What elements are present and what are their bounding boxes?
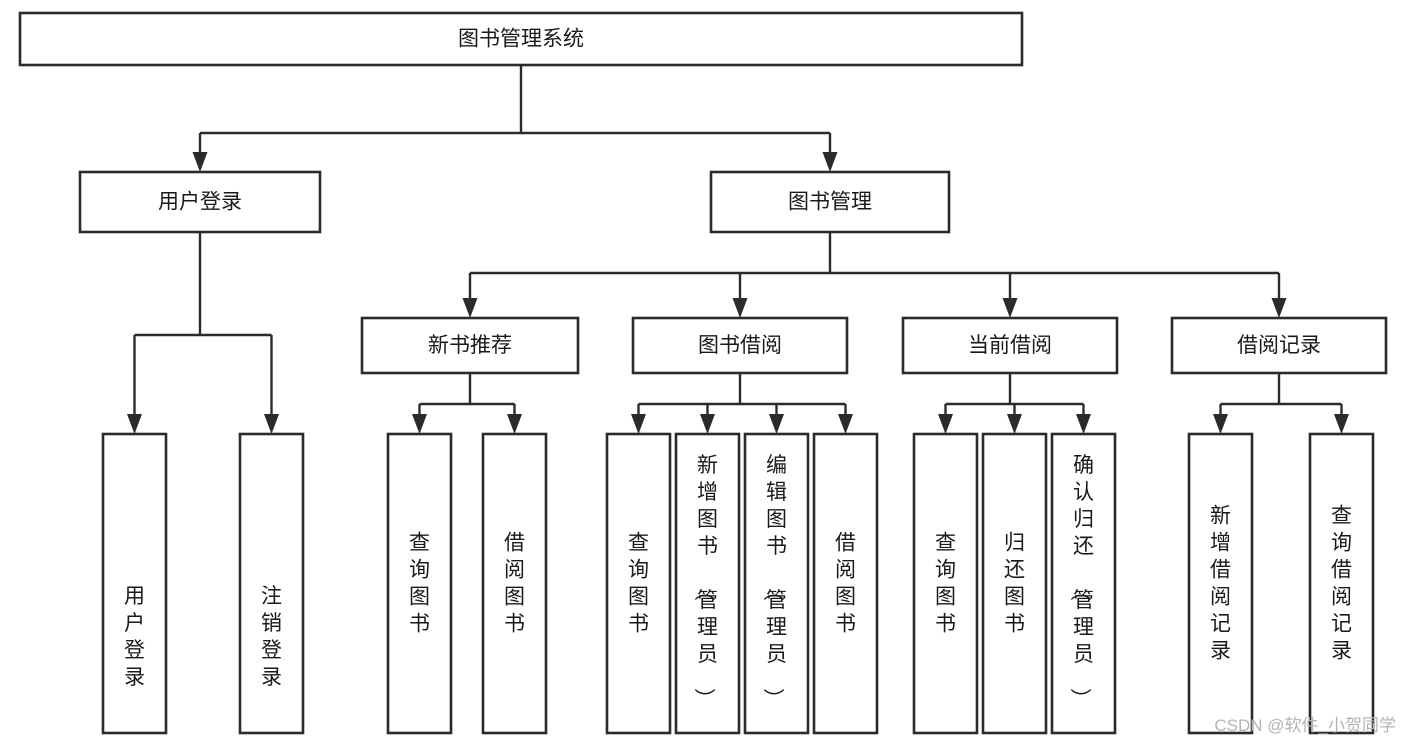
arrow-head-icon [507, 414, 522, 434]
node-box [481, 432, 548, 735]
connector-group [127, 232, 279, 434]
arrow-head-icon [412, 414, 427, 434]
node-box [1170, 316, 1388, 375]
node-l2-2[interactable]: 当前借阅 [901, 316, 1119, 375]
connector-group [412, 373, 522, 434]
node-box [1308, 432, 1375, 735]
connector-group [1213, 373, 1349, 434]
node-box [18, 11, 1024, 67]
node-label: 借阅图书 [835, 532, 856, 636]
node-layer: 图书管理系统用户登录图书管理新书推荐图书借阅当前借阅借阅记录用户登录注销登录查询… [18, 11, 1388, 735]
node-box [238, 432, 305, 735]
node-label: 借阅记录 [1237, 334, 1321, 357]
node-label: 查询图书 [935, 532, 956, 636]
arrow-head-icon [1213, 414, 1228, 434]
node-lf-1[interactable]: 注销登录 [238, 432, 305, 735]
node-label: 编辑图书（管理员） [761, 454, 787, 709]
arrow-head-icon [700, 414, 715, 434]
arrow-head-icon [838, 414, 853, 434]
connector-layer [127, 65, 1349, 434]
node-label: 新书推荐 [428, 334, 512, 357]
node-l1-1[interactable]: 图书管理 [709, 170, 951, 234]
node-root[interactable]: 图书管理系统 [18, 11, 1024, 67]
node-label: 图书管理系统 [458, 28, 584, 51]
node-label: 新增图书（管理员） [692, 454, 718, 709]
node-box [912, 432, 979, 735]
arrow-head-icon [732, 298, 748, 318]
node-box [360, 316, 580, 375]
node-label: 查询借阅记录 [1331, 505, 1352, 663]
node-label: 查询图书 [628, 532, 649, 636]
node-label: 用户登录 [124, 585, 145, 689]
node-l2-0[interactable]: 新书推荐 [360, 316, 580, 375]
connector-group [192, 65, 838, 172]
arrow-head-icon [1271, 298, 1287, 318]
arrow-head-icon [769, 414, 784, 434]
node-box [78, 170, 322, 234]
node-label: 图书管理 [788, 191, 872, 214]
node-l2-3[interactable]: 借阅记录 [1170, 316, 1388, 375]
node-box [981, 432, 1048, 735]
arrow-head-icon [192, 152, 208, 172]
node-box [1050, 432, 1117, 735]
node-l1-0[interactable]: 用户登录 [78, 170, 322, 234]
node-box [901, 316, 1119, 375]
node-label: 查询图书 [409, 532, 430, 636]
node-lf-9[interactable]: 归还图书 [981, 432, 1048, 735]
node-label: 新增借阅记录 [1210, 505, 1231, 663]
node-lf-11[interactable]: 新增借阅记录 [1187, 432, 1254, 735]
node-box [605, 432, 672, 735]
node-label: 借阅图书 [504, 532, 525, 636]
node-box [812, 432, 879, 735]
node-label: 归还图书 [1004, 532, 1025, 636]
node-lf-3[interactable]: 借阅图书 [481, 432, 548, 735]
node-lf-7[interactable]: 借阅图书 [812, 432, 879, 735]
arrow-head-icon [822, 152, 838, 172]
csdn-watermark: CSDN @软件_小贺同学 [1214, 716, 1396, 735]
node-box [101, 432, 168, 735]
node-label: 当前借阅 [968, 334, 1052, 357]
node-lf-5[interactable]: 新增图书（管理员） [674, 432, 741, 735]
arrow-head-icon [127, 414, 142, 434]
arrow-head-icon [1076, 414, 1091, 434]
node-box [631, 316, 849, 375]
arrow-head-icon [938, 414, 953, 434]
node-lf-6[interactable]: 编辑图书（管理员） [743, 432, 810, 735]
arrow-head-icon [264, 414, 279, 434]
node-lf-12[interactable]: 查询借阅记录 [1308, 432, 1375, 735]
arrow-head-icon [631, 414, 646, 434]
node-box [674, 432, 741, 735]
node-label: 注销登录 [261, 585, 282, 689]
arrow-head-icon [1007, 414, 1022, 434]
node-l2-1[interactable]: 图书借阅 [631, 316, 849, 375]
connector-group [631, 373, 853, 434]
arrow-head-icon [1334, 414, 1349, 434]
node-lf-10[interactable]: 确认归还（管理员） [1050, 432, 1117, 735]
node-label: 确认归还（管理员） [1068, 454, 1094, 709]
node-lf-8[interactable]: 查询图书 [912, 432, 979, 735]
arrow-head-icon [1002, 298, 1018, 318]
node-box [386, 432, 453, 735]
node-box [1187, 432, 1254, 735]
node-box [709, 170, 951, 234]
node-lf-0[interactable]: 用户登录 [101, 432, 168, 735]
node-lf-2[interactable]: 查询图书 [386, 432, 453, 735]
node-label: 用户登录 [158, 191, 242, 214]
node-lf-4[interactable]: 查询图书 [605, 432, 672, 735]
arrow-head-icon [462, 298, 478, 318]
connector-group [938, 373, 1091, 434]
node-label: 图书借阅 [698, 334, 782, 357]
node-box [743, 432, 810, 735]
connector-group [462, 232, 1287, 318]
